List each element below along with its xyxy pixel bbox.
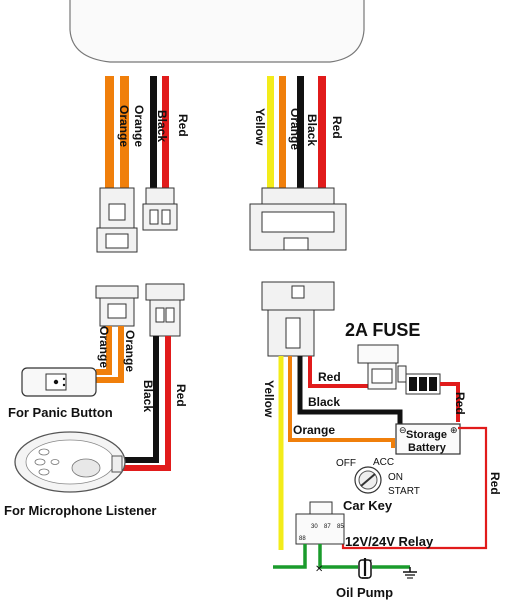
power-wire-orange [288,356,395,448]
oil-pump-icon [358,558,372,579]
pump-wire-green-1 [273,544,307,569]
wire-black [297,76,304,188]
wire-yellow [267,76,274,188]
power-wire-red-fuse [440,382,460,422]
connector-power [261,281,335,357]
mic-wire-black [120,336,159,463]
connector-panic [95,285,139,327]
wire-red [162,76,169,188]
label-power-orange: Orange [293,423,335,437]
label-orange: Orange [288,108,302,150]
panic-button-label: For Panic Button [8,405,113,420]
mic-wire-red [120,336,171,471]
power-wire-red-relay [341,426,488,550]
power-wire-red [308,356,372,388]
label-power-red: Red [318,370,341,384]
oil-pump-label: Oil Pump [336,585,393,600]
key-on: ON [388,472,403,483]
key-start: START [388,486,420,497]
panic-wire-orange-1 [96,326,112,375]
wire-orange-1 [105,76,114,188]
relay-label: 12V/24V Relay [345,534,434,549]
key-acc: ACC [373,457,394,468]
fuse-label: 2A FUSE [345,320,420,340]
relay-pin-87: 87 [324,524,331,530]
label-panic-orange-2: Orange [123,330,137,372]
key-off: OFF [336,458,356,469]
connector-black-red-top [142,187,178,231]
panic-button-icon [21,367,97,397]
pump-minus: - [369,555,372,566]
label-red: Red [176,114,190,137]
fuse-icon [357,344,441,395]
wire-orange [279,76,286,188]
battery-label-line2: Battery [408,442,447,454]
device-body [69,0,365,63]
ground-icon [403,567,417,579]
pump-wire-green-2 [318,544,358,569]
label-power-red-right: Red [453,392,467,415]
relay-pin-30: 30 [311,524,318,530]
pump-cut-icon: ✕ [315,564,323,575]
wire-black [150,76,157,188]
panic-assembly: Orange Orange For Panic Button [8,285,139,420]
label-black: Black [155,110,169,142]
label-orange-1: Orange [117,105,131,147]
top-left-harness: Orange Orange Black Red [96,76,190,253]
label-power-black: Black [308,395,340,409]
microphone-assembly: Black Red For Microphone Listener [4,283,188,518]
battery-icon: ⊖ ⊕ Storage Battery [395,423,461,455]
relay-pin-88: 88 [299,536,306,542]
battery-minus-icon: ⊖ [399,425,407,435]
connector-4pin-top [249,187,347,251]
relay-pin-85: 85 [337,524,344,530]
microphone-label: For Microphone Listener [4,503,156,518]
connector-mic [145,283,185,337]
panic-wire-orange-2 [96,326,124,383]
label-mic-red: Red [174,384,188,407]
power-assembly: Yellow Orange Black Red 2A FUSE Red ⊖ [261,281,502,600]
top-right-harness: Yellow Orange Black Red [249,76,347,251]
label-black: Black [305,114,319,146]
connector-orange-top [96,187,138,253]
label-red: Red [330,116,344,139]
car-key-icon [354,466,382,494]
label-power-yellow: Yellow [262,380,276,418]
label-power-red-far: Red [488,472,502,495]
relay-icon: 88 30 87 85 [295,501,345,545]
car-key-label: Car Key [343,498,393,513]
battery-label-line1: Storage [406,429,447,441]
wire-orange-2 [120,76,129,188]
label-yellow: Yellow [253,108,267,146]
battery-plus-icon: ⊕ [450,425,458,435]
label-orange-2: Orange [132,105,146,147]
label-panic-orange-1: Orange [97,326,111,368]
power-wire-black [297,356,403,424]
microphone-icon [14,431,126,493]
label-mic-black: Black [141,380,155,412]
wire-red [318,76,326,188]
